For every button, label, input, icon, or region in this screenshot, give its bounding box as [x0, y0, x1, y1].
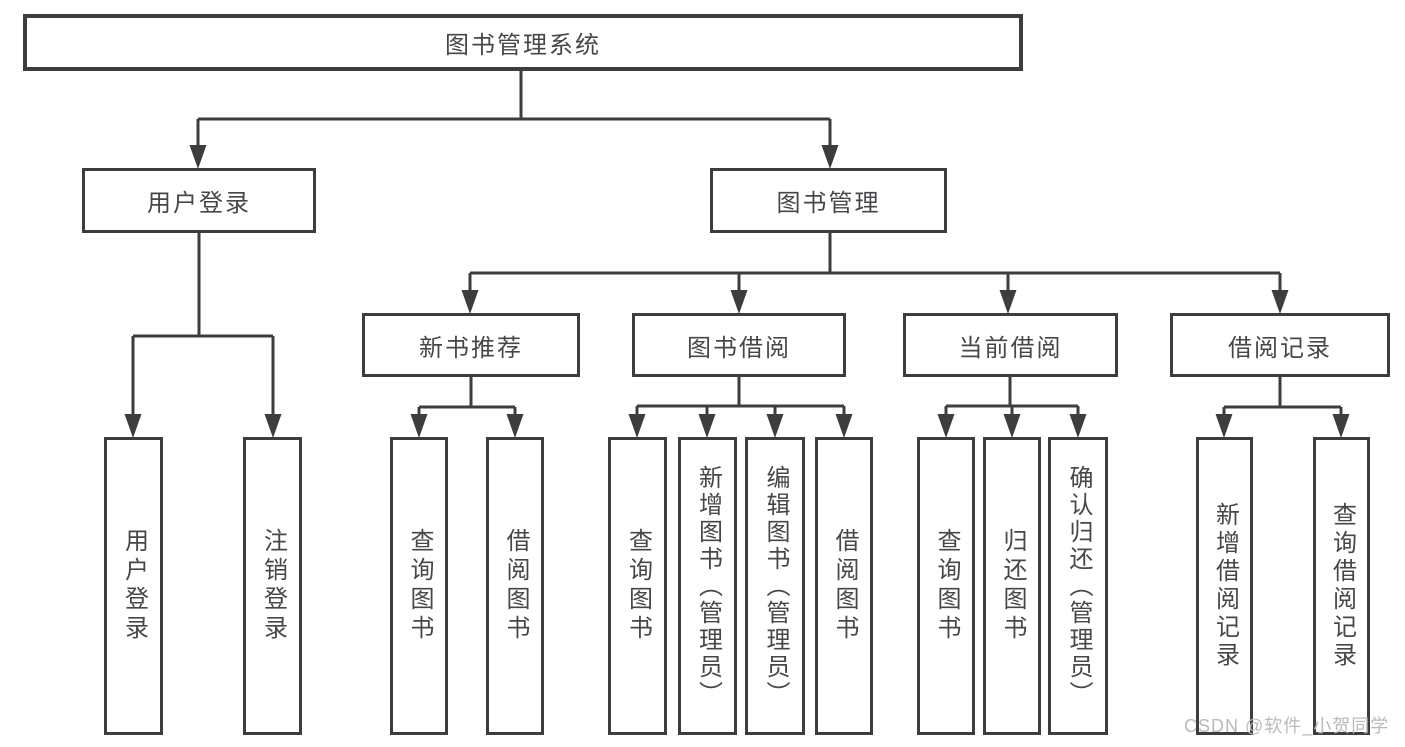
leaf-borrowing-query-books: 查询图书 — [608, 437, 667, 735]
leaf-user-login: 用户登录 — [104, 437, 163, 735]
connector-records-to-leaves — [1222, 377, 1343, 420]
leaf-newrec-query-books: 查询图书 — [390, 437, 448, 735]
leaf-logout: 注销登录 — [243, 437, 302, 735]
node-current-borrowing: 当前借阅 — [903, 313, 1118, 377]
leaf-newrec-borrow-books: 借阅图书 — [486, 437, 544, 735]
connector-current-to-leaves — [944, 377, 1080, 420]
csdn-watermark: CSDN @软件_小贺同学 — [1184, 716, 1390, 736]
leaf-current-confirm-return-admin: 确认归还（管理员） — [1048, 437, 1108, 735]
connector-bookmgmt-to-level3 — [468, 233, 1282, 296]
leaf-borrowing-edit-books-admin: 编辑图书（管理员） — [745, 437, 805, 735]
node-new-book-recommend: 新书推荐 — [362, 313, 580, 377]
leaf-records-query-record: 查询借阅记录 — [1313, 437, 1370, 735]
node-book-management: 图书管理 — [710, 168, 947, 233]
connector-root-to-level2 — [196, 70, 832, 150]
leaf-current-query-books: 查询图书 — [917, 437, 975, 735]
leaf-current-return-books: 归还图书 — [983, 437, 1041, 735]
connector-newrec-to-leaves — [417, 377, 517, 420]
node-user-login: 用户登录 — [82, 168, 316, 233]
node-book-borrowing: 图书借阅 — [632, 313, 846, 377]
leaf-records-add-record: 新增借阅记录 — [1196, 437, 1253, 735]
leaf-borrowing-add-books-admin: 新增图书（管理员） — [678, 437, 737, 735]
connector-bookborrow-to-leaves — [635, 377, 846, 420]
node-borrowing-records: 借阅记录 — [1170, 313, 1390, 377]
node-library-system: 图书管理系统 — [23, 14, 1023, 71]
leaf-borrowing-borrow-books: 借阅图书 — [815, 437, 873, 735]
connector-userlogin-to-leaves — [131, 233, 275, 420]
